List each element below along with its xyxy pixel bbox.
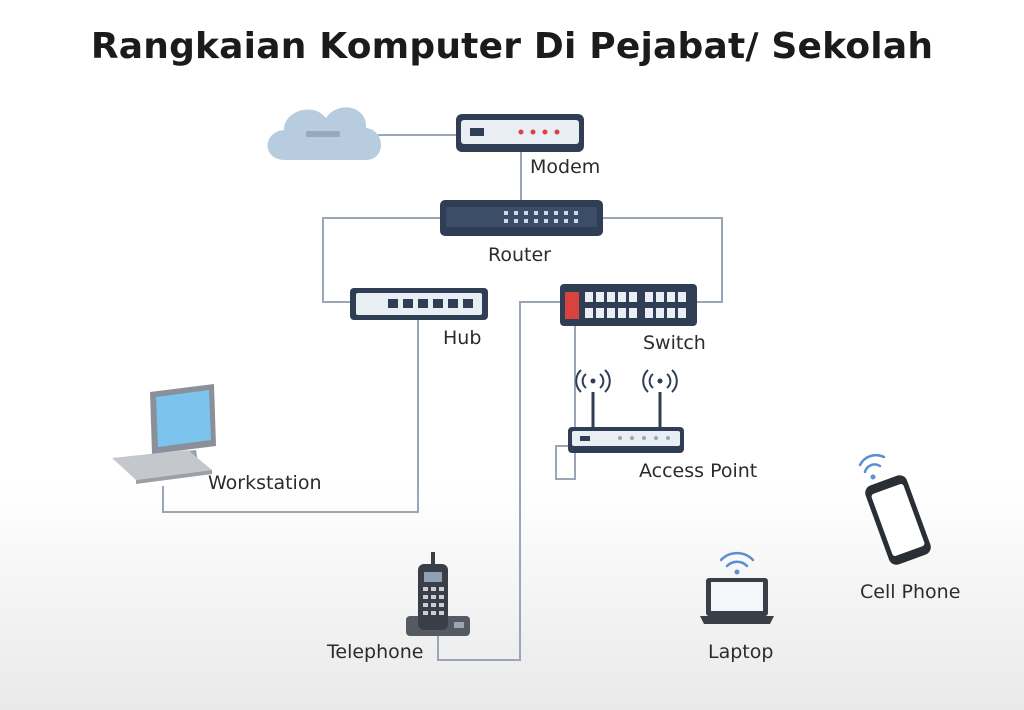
line-switch-accesspoint — [555, 326, 576, 480]
telephone-icon — [406, 552, 470, 636]
workstation-label: Workstation — [208, 472, 322, 494]
laptop-label: Laptop — [708, 641, 774, 663]
cell-phone-label: Cell Phone — [860, 581, 961, 603]
hub-label: Hub — [443, 327, 482, 349]
telephone-label: Telephone — [327, 641, 424, 663]
router-icon — [440, 200, 603, 236]
cell-phone-icon — [858, 453, 931, 565]
laptop-icon — [700, 551, 774, 624]
diagram-title: Rangkaian Komputer Di Pejabat/ Sekolah — [90, 26, 934, 67]
line-router-hub — [322, 217, 440, 303]
line-hub-workstation — [162, 318, 419, 513]
router-label: Router — [488, 244, 551, 266]
access-point-icon — [568, 369, 684, 453]
cloud-icon — [267, 107, 381, 160]
access-point-label: Access Point — [639, 460, 758, 482]
line-router-switch — [603, 217, 723, 303]
switch-label: Switch — [643, 332, 706, 354]
hub-icon — [350, 288, 488, 320]
modem-label: Modem — [530, 156, 601, 178]
connection-lines — [162, 134, 723, 661]
line-switch-telephone — [437, 301, 560, 661]
switch-icon — [560, 284, 697, 326]
workstation-icon — [112, 384, 216, 484]
modem-icon — [456, 114, 584, 152]
